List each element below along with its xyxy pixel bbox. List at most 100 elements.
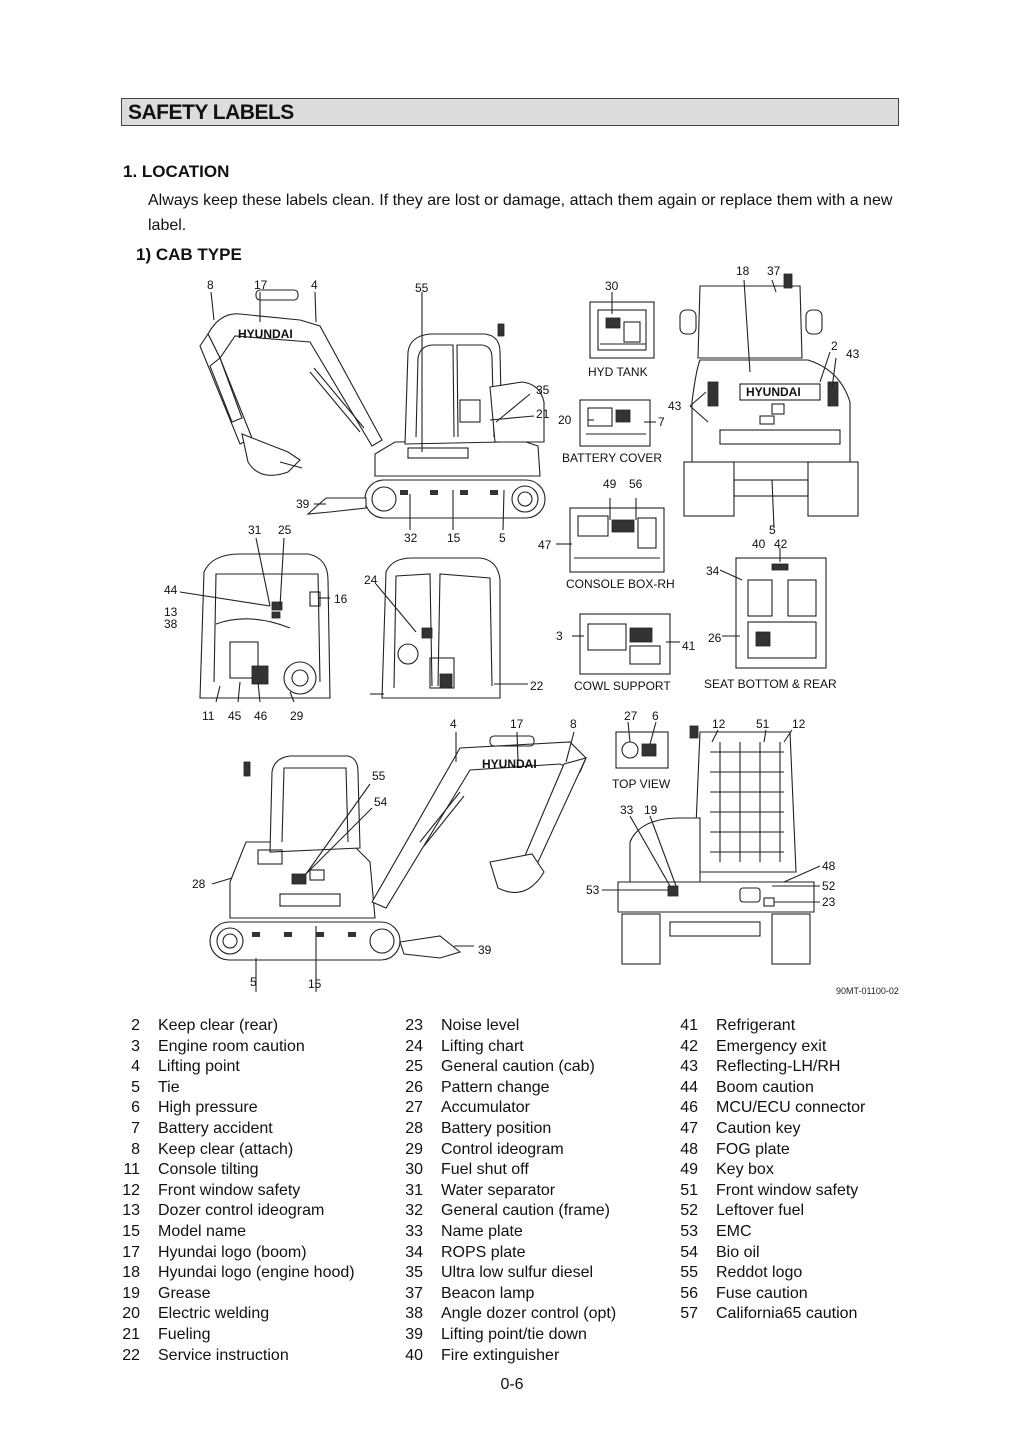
legend-item-label: Engine room caution [158,1037,305,1055]
legend-item-label: Fueling [158,1325,211,1343]
svg-text:17: 17 [510,717,524,731]
legend-item-label: Beacon lamp [441,1284,535,1302]
svg-text:4: 4 [311,278,318,292]
legend-item-number: 24 [405,1037,423,1055]
legend-item: 39 Lifting point/tie down [393,1325,616,1346]
svg-text:12: 12 [792,717,806,731]
svg-text:37: 37 [767,264,781,278]
console-box-inset: CONSOLE BOX-RH [566,507,675,591]
legend-item-label: Refrigerant [716,1017,796,1034]
legend-item-label: Fire extinguisher [441,1346,560,1364]
legend-item-number: 39 [405,1325,423,1343]
cab-interior-right [370,557,501,699]
legend-item-label: Name plate [441,1222,523,1240]
svg-text:7: 7 [658,415,665,429]
svg-text:54: 54 [374,795,388,809]
svg-text:15: 15 [447,531,461,545]
svg-text:12: 12 [712,717,726,731]
svg-text:44: 44 [164,583,178,597]
legend-item-number: 8 [131,1140,140,1158]
legend-item-number: 48 [680,1140,698,1158]
svg-text:20: 20 [558,413,572,427]
diagram-svg: HYUNDAI HYD TANK BATTERY COVER HY [164,264,899,996]
legend-item-number: 55 [680,1264,698,1282]
svg-text:31: 31 [248,523,262,537]
caption-seat-bottom: SEAT BOTTOM & REAR [704,677,837,691]
legend-item-label: ROPS plate [441,1243,526,1261]
caption-top-view: TOP VIEW [612,777,671,791]
svg-text:34: 34 [706,564,720,578]
legend-item-label: Electric welding [158,1305,270,1323]
rear-brand-text: HYUNDAI [746,385,801,399]
svg-text:5: 5 [769,523,776,537]
svg-text:19: 19 [644,803,658,817]
legend-item-label: Boom caution [716,1078,814,1096]
legend-item-label: Fuel shut off [441,1161,529,1179]
svg-text:39: 39 [478,943,492,957]
svg-text:17: 17 [254,278,268,292]
legend-item-number: 7 [131,1119,140,1137]
legend-item-label: Angle dozer control (opt) [441,1305,617,1323]
svg-text:28: 28 [192,877,206,891]
legend-item-number: 46 [680,1099,698,1117]
legend-item-label: Reddot logo [716,1264,803,1282]
legend-item-number: 34 [405,1243,423,1261]
legend-item-label: Lifting chart [441,1037,524,1055]
legend-item-number: 51 [680,1181,698,1199]
legend-item-number: 6 [131,1099,140,1117]
svg-text:24: 24 [364,573,378,587]
page-title: SAFETY LABELS [121,98,899,126]
svg-text:25: 25 [278,523,292,537]
intro-paragraph: Always keep these labels clean. If they … [148,192,893,234]
legend-item-label: Grease [158,1284,211,1302]
safety-label-location-diagram: HYUNDAI HYD TANK BATTERY COVER HY [160,262,900,1002]
legend-item-number: 25 [405,1058,423,1076]
svg-text:29: 29 [290,709,304,723]
svg-text:49: 49 [603,477,617,491]
svg-text:26: 26 [708,631,722,645]
legend-item-label: Lifting point/tie down [441,1325,587,1343]
legend-item: 40 Fire extinguisher [393,1346,616,1367]
svg-text:4: 4 [450,717,457,731]
legend-item-number: 12 [122,1181,140,1199]
svg-text:21: 21 [536,407,550,421]
caption-battery-cover: BATTERY COVER [562,451,662,465]
legend-item-number: 29 [405,1140,423,1158]
legend-item-label: Ultra low sulfur diesel [441,1264,594,1282]
legend-item-number: 32 [405,1202,423,1220]
svg-text:43: 43 [846,347,860,361]
legend-item-number: 40 [405,1346,423,1364]
legend-item-number: 41 [680,1017,698,1034]
svg-text:38: 38 [164,617,178,631]
svg-text:43: 43 [668,399,682,413]
legend-item-label: Noise level [441,1017,520,1034]
svg-text:6: 6 [652,709,659,723]
legend-item-label: Key box [716,1161,774,1179]
legend-item-number: 18 [122,1264,140,1282]
legend-item-label: Front window safety [158,1181,301,1199]
legend-item-number: 30 [405,1161,423,1179]
legend-item-number: 54 [680,1243,698,1261]
legend-item-label: Model name [158,1222,247,1240]
legend-item-label: EMC [716,1222,752,1240]
legend-item-label: High pressure [158,1099,258,1117]
legend-item-number: 31 [405,1181,423,1199]
legend-item-label: FOG plate [716,1140,790,1158]
